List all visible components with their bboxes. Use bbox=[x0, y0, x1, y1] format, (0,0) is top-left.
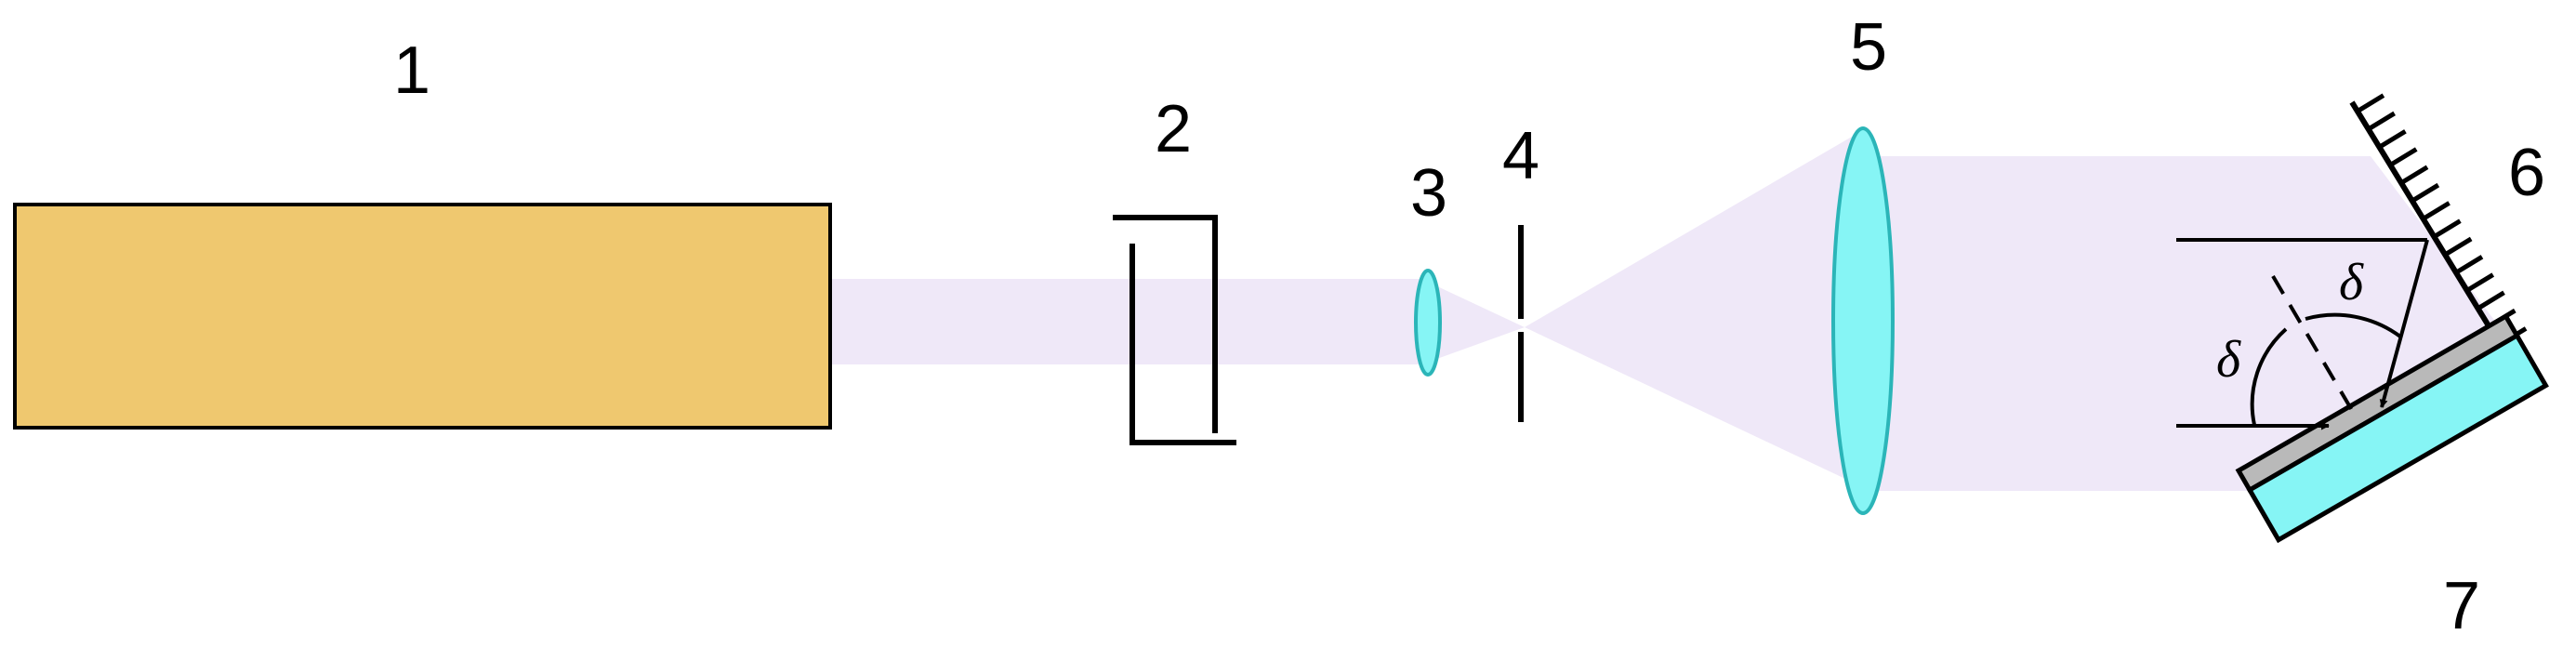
collimated-beam bbox=[830, 279, 1421, 364]
lloyds-mirror bbox=[2349, 93, 2528, 355]
mirror-hatch-line bbox=[2477, 290, 2505, 311]
mirror-hatch-line bbox=[2433, 218, 2462, 239]
mirror-hatch-line bbox=[2388, 147, 2418, 167]
sample-normal-dashed bbox=[2271, 274, 2355, 414]
angle-arc-left bbox=[2250, 327, 2288, 426]
label-objective-lens: 3 bbox=[1410, 156, 1447, 231]
expanding-beam-cone bbox=[1525, 130, 1863, 487]
mirror-hatch-line bbox=[2454, 255, 2484, 275]
shutter-plate-back bbox=[1129, 244, 1236, 445]
mirror-hatch-line bbox=[2465, 272, 2495, 293]
label-laser: 1 bbox=[393, 33, 430, 108]
ray-geometry bbox=[2176, 238, 2429, 430]
mirror-hatch-line bbox=[2378, 129, 2407, 150]
sample-substrate bbox=[2246, 332, 2549, 544]
label-sample: 7 bbox=[2443, 569, 2480, 643]
mirror-hatching bbox=[2356, 93, 2528, 347]
sample bbox=[2235, 312, 2549, 544]
angle-label-right: δ bbox=[2339, 254, 2364, 311]
label-collimating-lens: 5 bbox=[1850, 10, 1887, 85]
shutter bbox=[1113, 215, 1236, 445]
mirror-surface bbox=[2349, 100, 2508, 355]
angle-label-left: δ bbox=[2216, 331, 2241, 389]
mirror-hatch-line bbox=[2356, 93, 2385, 113]
mirror-hatch-line bbox=[2367, 111, 2396, 132]
angle-arc-right bbox=[2305, 312, 2402, 338]
focusing-beam-cone bbox=[1421, 279, 1525, 364]
reflected-ray bbox=[2379, 239, 2429, 408]
mirror-hatch-line bbox=[2422, 201, 2451, 221]
label-mirror: 6 bbox=[2508, 136, 2545, 210]
collimating-lens bbox=[1831, 126, 1895, 515]
laser-source bbox=[13, 203, 832, 430]
mirror-hatch-line bbox=[2443, 236, 2473, 258]
label-pinhole: 4 bbox=[1502, 119, 1539, 193]
mirror-hatch-line bbox=[2399, 165, 2429, 185]
mirror-hatch-line bbox=[2411, 182, 2440, 204]
shutter-plate-front bbox=[1113, 215, 1218, 433]
label-shutter: 2 bbox=[1155, 92, 1192, 166]
objective-lens bbox=[1414, 269, 1442, 377]
beam-path bbox=[830, 130, 2519, 491]
